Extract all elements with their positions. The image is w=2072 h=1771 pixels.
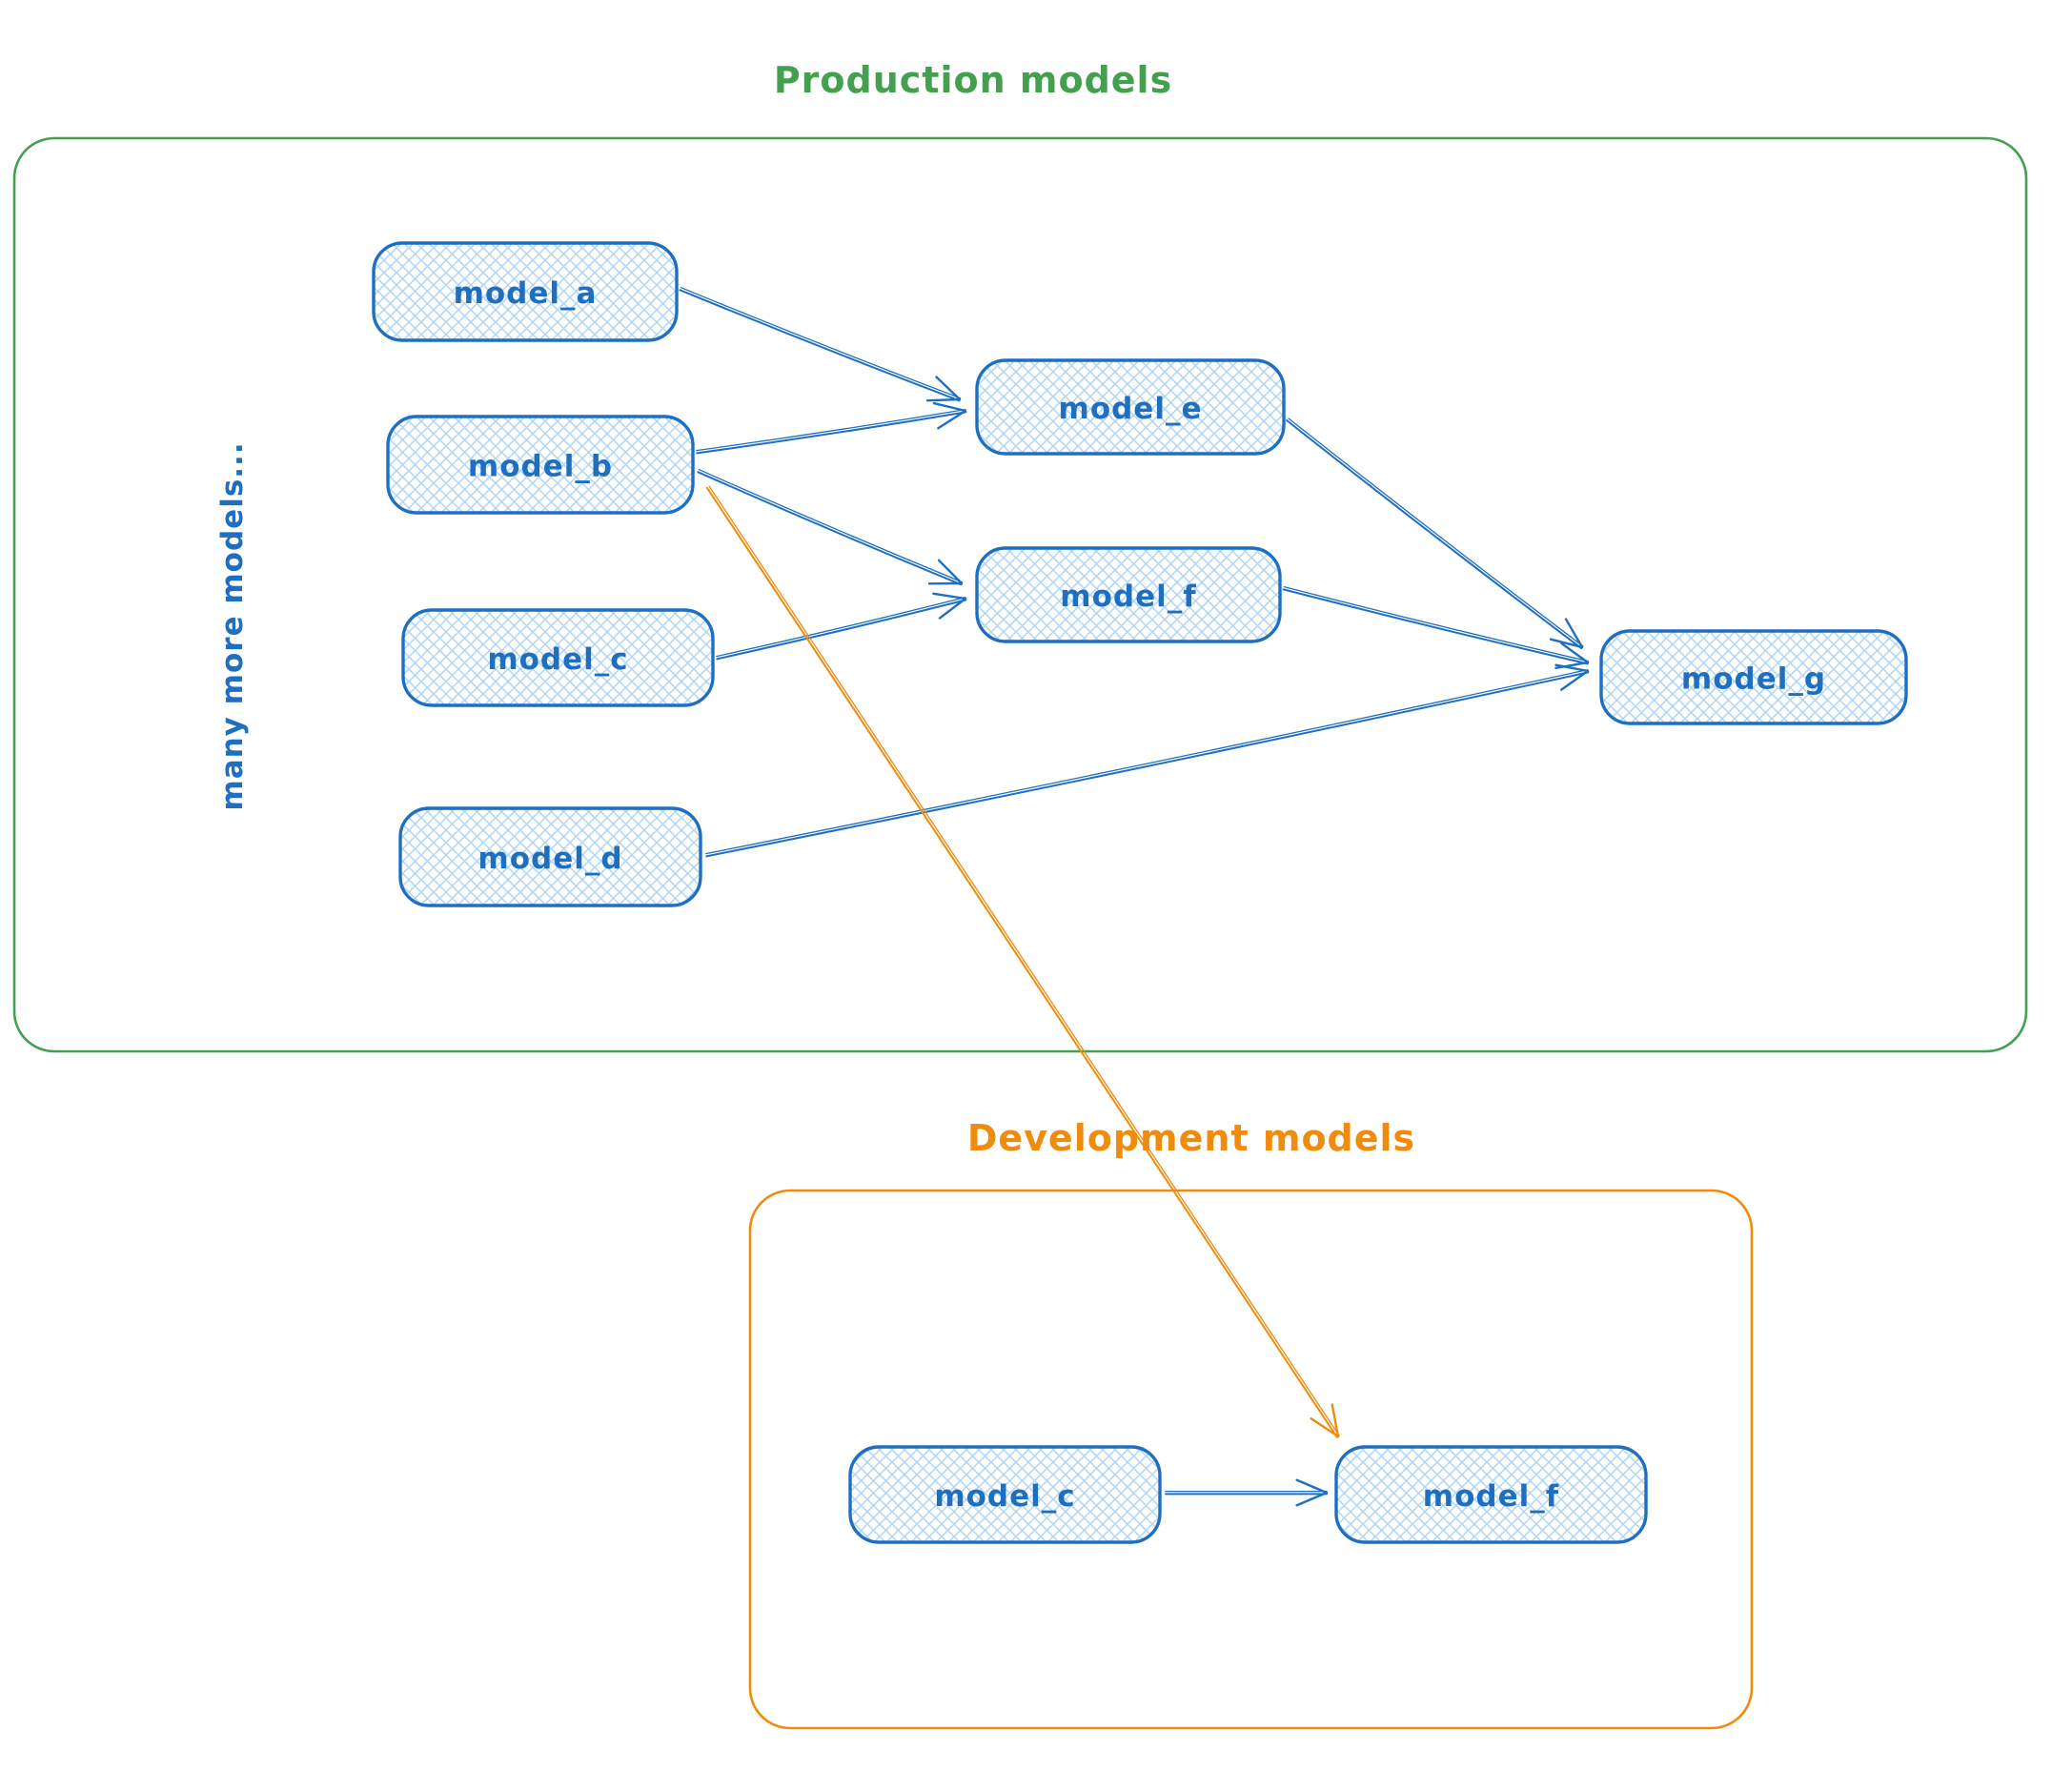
development-container [748, 1189, 1754, 1730]
arrowhead [1560, 669, 1590, 691]
arrowhead [1549, 638, 1584, 649]
arrowhead [938, 597, 967, 620]
edge-model_f-to-model_g [1282, 585, 1590, 670]
edge-dev_model_c-to-dev_model_f [1165, 1478, 1329, 1507]
edge-model_c-to-model_f [716, 592, 967, 661]
arrowhead [1331, 1403, 1340, 1438]
node-model_e: model_e [975, 358, 1286, 456]
edge-model_e-to-model_g [1286, 417, 1584, 650]
node-model_f: model_f [975, 546, 1282, 643]
arrowhead [1295, 1491, 1329, 1507]
edge-model_b-to-model_e [696, 401, 967, 455]
node-label: model_e [1059, 392, 1203, 426]
node-label: model_f [1423, 1479, 1559, 1514]
edge-model_d-to-model_g [705, 663, 1590, 858]
node-label: model_b [468, 450, 613, 484]
node-model_b: model_b [386, 415, 695, 515]
arrowhead [937, 409, 967, 430]
development-models-title: Development models [966, 1117, 1416, 1159]
edge-model_b-to-model_f [697, 469, 964, 586]
edge-model_a-to-model_e [679, 287, 962, 402]
node-label: model_c [487, 642, 628, 677]
edge-model_b-to-dev_model_f [705, 485, 1340, 1438]
node-model_d: model_d [398, 806, 702, 907]
arrowhead [925, 397, 962, 402]
node-model_a: model_a [372, 241, 679, 342]
arrowhead [1310, 1417, 1340, 1438]
arrowhead [1560, 641, 1590, 664]
node-label: model_a [454, 276, 598, 311]
nodes-layer: model_a model_b model_c model_d model_emodel… [372, 241, 1908, 1544]
node-label: model_f [1060, 580, 1196, 614]
production-models-title: Production models [773, 59, 1173, 101]
arrowhead [1295, 1478, 1329, 1495]
node-label: model_g [1681, 662, 1826, 697]
node-dev_model_f: model_f [1334, 1445, 1648, 1544]
node-dev_model_c: model_c [848, 1445, 1162, 1544]
node-label: model_d [477, 842, 622, 876]
arrowhead [935, 376, 962, 401]
edges-layer [679, 287, 1590, 1507]
node-model_g: model_g [1599, 629, 1908, 725]
arrowhead [1554, 663, 1590, 673]
arrowhead [932, 592, 967, 601]
arrowhead [932, 401, 967, 413]
node-model_c: model_c [401, 608, 715, 707]
node-label: model_c [934, 1479, 1075, 1514]
arrowhead [1564, 618, 1584, 649]
arrowhead [937, 559, 964, 585]
many-more-models-label: many more models... [215, 441, 250, 811]
production-container [12, 136, 2028, 1053]
containers-layer [12, 136, 2028, 1730]
